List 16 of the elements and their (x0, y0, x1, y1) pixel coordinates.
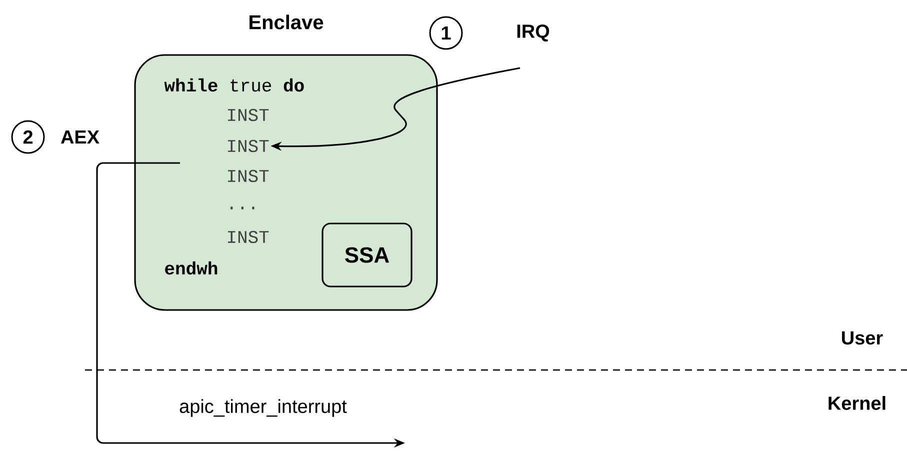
callout-number: 1 (429, 16, 463, 50)
function-name: apic_timer_interrupt (180, 399, 347, 417)
label: Kernel (828, 396, 886, 410)
code-line: INST (228, 108, 269, 122)
label: AEX (60, 130, 100, 144)
label: IRQ (517, 24, 550, 42)
register-box: SSA (322, 222, 412, 288)
code-line: ... (230, 206, 254, 210)
node-label: Enclave (250, 14, 324, 30)
code-line: INST (228, 170, 269, 182)
code-line: INST (228, 230, 269, 244)
callout-number: 2 (11, 120, 45, 154)
code-line: while true do (164, 78, 304, 92)
code-line: endwh (165, 261, 218, 275)
code-line: INST (228, 140, 269, 152)
label: User (842, 331, 883, 345)
